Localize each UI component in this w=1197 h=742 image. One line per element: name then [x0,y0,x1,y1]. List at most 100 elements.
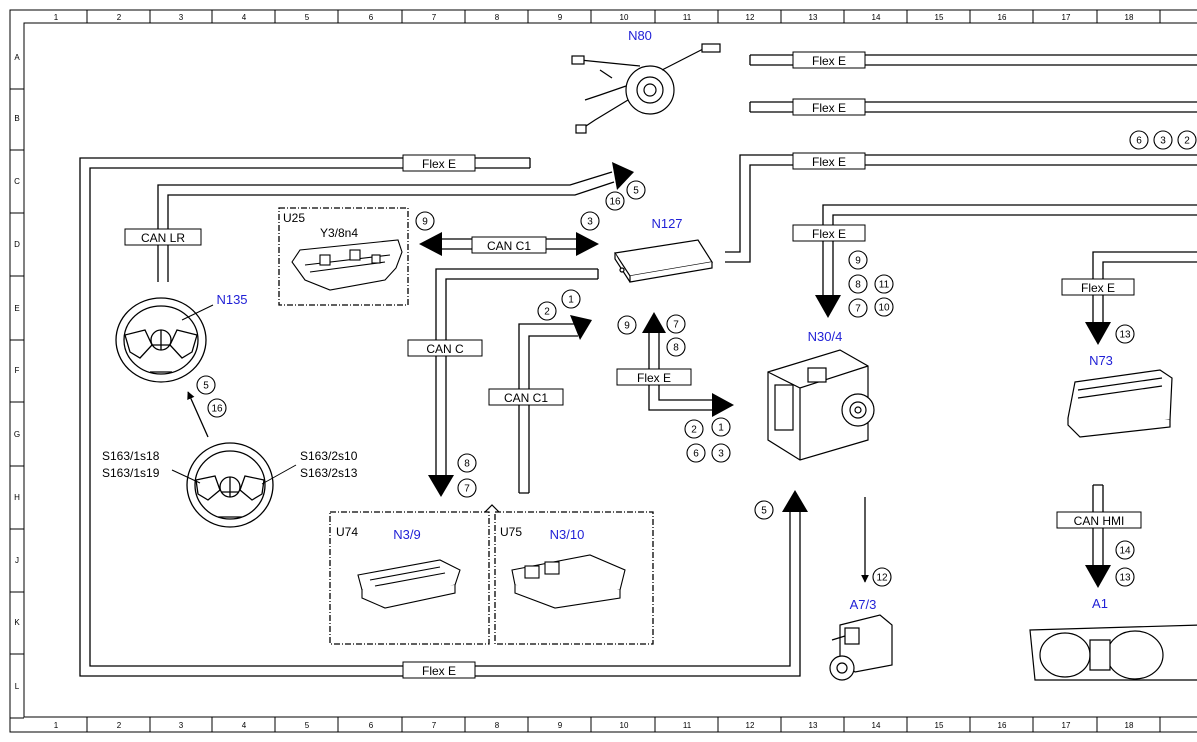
callout-marker-14: 14 [1115,540,1135,560]
col-label-bottom: 15 [935,721,944,730]
svg-text:9: 9 [422,217,428,228]
n127-module-icon [613,239,713,283]
col-label-top: 1 [54,13,59,22]
can-c1-line-v: CAN C1 [488,315,592,494]
row-label: D [14,240,20,249]
can-hmi-line: CAN HMI [1056,484,1142,588]
flex-e-label-a: Flex E [812,54,846,68]
flex-e-label-f: Flex E [637,371,671,385]
svg-text:6: 6 [693,449,699,460]
n73-ignition-module-icon [1067,369,1173,438]
col-label-bottom: 12 [746,721,755,730]
col-label-top: 16 [998,13,1007,22]
callout-marker-9: 9 [415,211,435,231]
can-c1-line-d: CAN C1 [419,232,599,256]
svg-text:8: 8 [673,343,679,354]
svg-text:3: 3 [718,449,724,460]
callout-marker-16: 16 [605,191,625,211]
flex-e-main-loop: Flex E Flex E [79,154,808,679]
col-label-top: 15 [935,13,944,22]
svg-text:8: 8 [464,459,470,470]
col-label-bottom: 5 [305,721,310,730]
n3-10-ecu-icon [511,554,626,609]
a1-label: A1 [1092,596,1108,611]
col-label-top: 7 [432,13,437,22]
n127-label: N127 [651,216,682,231]
col-label-top: 13 [809,13,818,22]
callout-marker-7: 7 [457,478,477,498]
svg-text:6: 6 [1136,136,1142,147]
callout-marker-12: 12 [872,567,892,587]
s-right-label-2: S163/2s13 [300,466,358,480]
flex-e-line-b: Flex E [749,98,1197,116]
col-label-bottom: 16 [998,721,1007,730]
svg-text:3: 3 [1160,136,1166,147]
svg-text:9: 9 [855,256,861,267]
callout-marker-13: 13 [1115,324,1135,344]
callout-marker-6: 6 [1129,130,1149,150]
col-label-top: 17 [1062,13,1071,22]
flex-e-line-n30: Flex E [792,204,1197,318]
col-label-bottom: 7 [432,721,437,730]
flex-e-label-d: Flex E [812,227,846,241]
row-label: G [14,430,20,439]
svg-text:5: 5 [761,506,767,517]
flex-e-label-top-left: Flex E [422,157,456,171]
n3-10-label: N3/10 [550,527,585,542]
can-c1-label-d: CAN C1 [487,239,531,253]
y3-8n4-actuator-icon [291,239,403,291]
col-label-top: 2 [117,13,122,22]
callout-marker-2: 2 [1177,130,1197,150]
svg-text:5: 5 [203,381,209,392]
callout-marker-8: 8 [848,274,868,294]
row-label: B [14,114,19,123]
callout-marker-9: 9 [617,315,637,335]
arrow-switch-to-wheel [187,391,209,438]
a7-3-label: A7/3 [850,597,877,612]
a7-3-brake-unit-icon [829,614,893,681]
row-label: C [14,177,20,186]
svg-text:10: 10 [878,303,890,314]
callout-marker-3: 3 [711,443,731,463]
can-c-label: CAN C [426,342,464,356]
n135-steering-wheel-icon [115,297,207,383]
col-label-top: 18 [1125,13,1134,22]
svg-text:13: 13 [1119,330,1131,341]
col-label-top: 9 [558,13,563,22]
col-label-top: 3 [179,13,184,22]
a1-instrument-cluster-icon [1029,624,1197,681]
callout-marker-5: 5 [754,500,774,520]
can-c-line: CAN C [407,268,599,497]
n3-9-label: N3/9 [393,527,420,542]
col-label-top: 10 [620,13,629,22]
svg-text:9: 9 [624,321,630,332]
n135-label: N135 [216,292,247,307]
flex-e-label-bottom: Flex E [422,664,456,678]
s-right-label-1: S163/2s10 [300,449,358,463]
row-label: K [14,618,20,627]
svg-text:13: 13 [1119,573,1131,584]
row-label: E [14,304,19,313]
row-label: L [15,682,20,691]
n3-9-ecu-icon [357,559,461,609]
row-label: A [14,53,20,62]
col-label-bottom: 9 [558,721,563,730]
col-label-bottom: 6 [369,721,374,730]
callout-marker-5: 5 [626,180,646,200]
row-label: J [15,556,19,565]
callout-marker-5: 5 [196,375,216,395]
can-lr-label: CAN LR [141,231,185,245]
svg-text:5: 5 [633,186,639,197]
col-label-bottom: 13 [809,721,818,730]
svg-text:2: 2 [691,425,697,436]
callout-marker-13: 13 [1115,567,1135,587]
callout-marker-7: 7 [666,314,686,334]
svg-text:1: 1 [718,423,724,434]
s-left-label-1: S163/1s18 [102,449,160,463]
callout-marker-1: 1 [561,289,581,309]
flex-e-line-n73: Flex E [1061,251,1197,345]
n80-switch-icon [571,43,721,134]
can-hmi-label: CAN HMI [1074,514,1125,528]
col-label-bottom: 1 [54,721,59,730]
